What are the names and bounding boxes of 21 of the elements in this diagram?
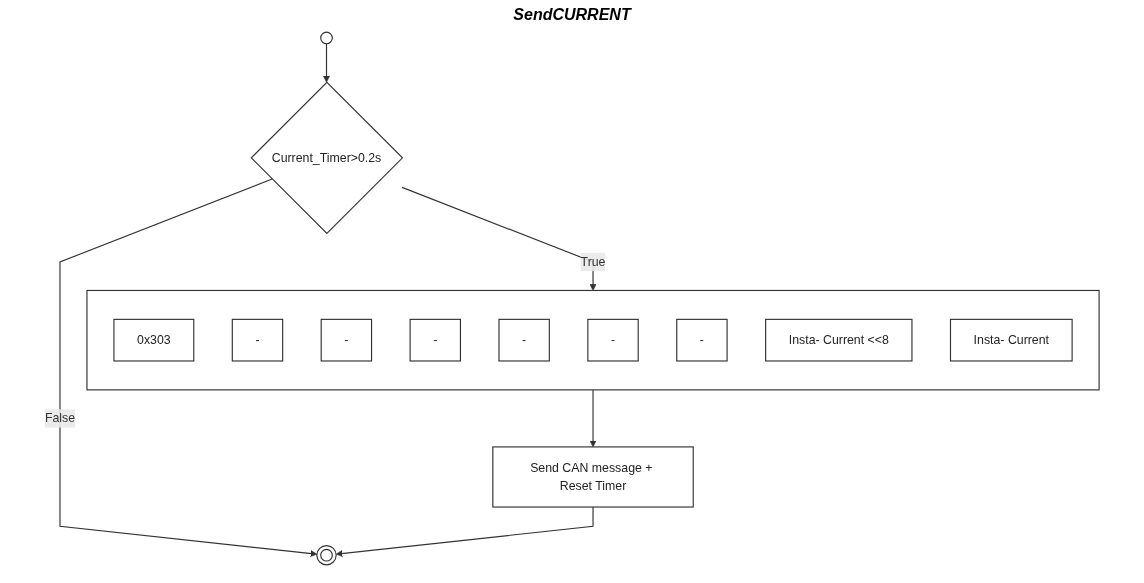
- node-box: -: [587, 318, 639, 362]
- node-box: -: [409, 318, 461, 362]
- arrow: [323, 43, 330, 83]
- cluster: [86, 289, 1100, 391]
- node-box: -: [676, 318, 728, 362]
- edge-label: True: [580, 255, 606, 269]
- node-box: -: [498, 318, 550, 362]
- node-box: -: [231, 318, 284, 362]
- diagram-title: SendCURRENT: [512, 6, 633, 24]
- edge-label: False: [44, 411, 76, 425]
- node-box: Send CAN message + Reset Timer: [492, 446, 694, 508]
- node-box: -: [320, 318, 373, 362]
- node-box: Insta- Current: [949, 318, 1073, 362]
- node-circle: [320, 31, 333, 45]
- arrow: [589, 389, 597, 448]
- node-box: 0x303: [113, 318, 195, 362]
- node-diamond: Current_Timer>0.2s: [250, 81, 404, 235]
- arrow: [335, 506, 594, 557]
- arrow: [401, 186, 597, 291]
- arrow: [59, 178, 318, 557]
- node-box: Insta- Current <<8: [765, 318, 913, 362]
